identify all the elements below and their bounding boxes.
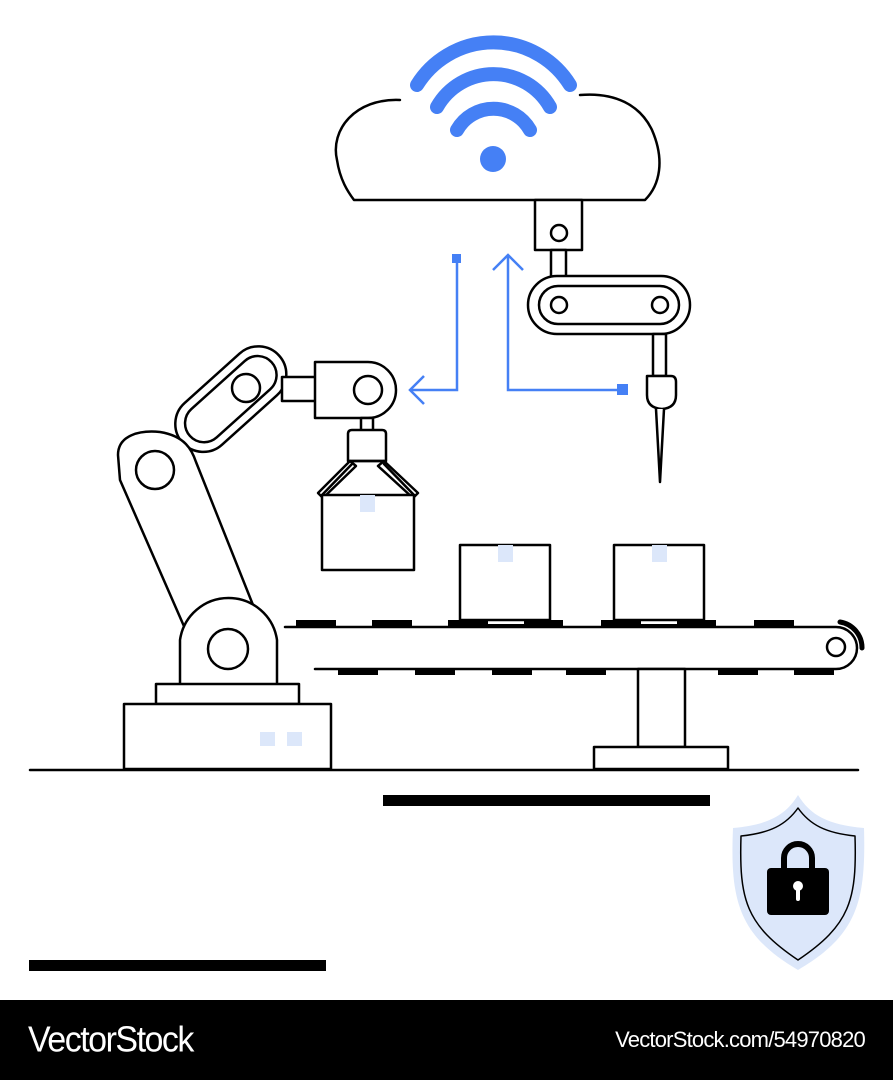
ceiling-robot-arm-icon — [526, 198, 692, 484]
watermark-stock-id: VectorStock.com/54970820 — [615, 1027, 866, 1052]
decor-bar — [383, 795, 710, 806]
watermark-brand: VectorStock — [28, 1019, 194, 1060]
padlock-icon — [767, 841, 829, 915]
wifi-icon — [410, 35, 577, 172]
data-flow-arrows — [408, 253, 628, 405]
robotic-arm-icon — [116, 345, 420, 771]
decor-bar — [29, 960, 326, 971]
package-box-icon — [612, 543, 706, 622]
watermark-bar: VectorStock VectorStock.com/54970820 — [0, 1000, 893, 1080]
illustration — [28, 35, 865, 971]
package-box-icon — [458, 543, 552, 622]
shield-lock-icon — [732, 795, 865, 970]
conveyor-belt-icon — [283, 619, 865, 771]
